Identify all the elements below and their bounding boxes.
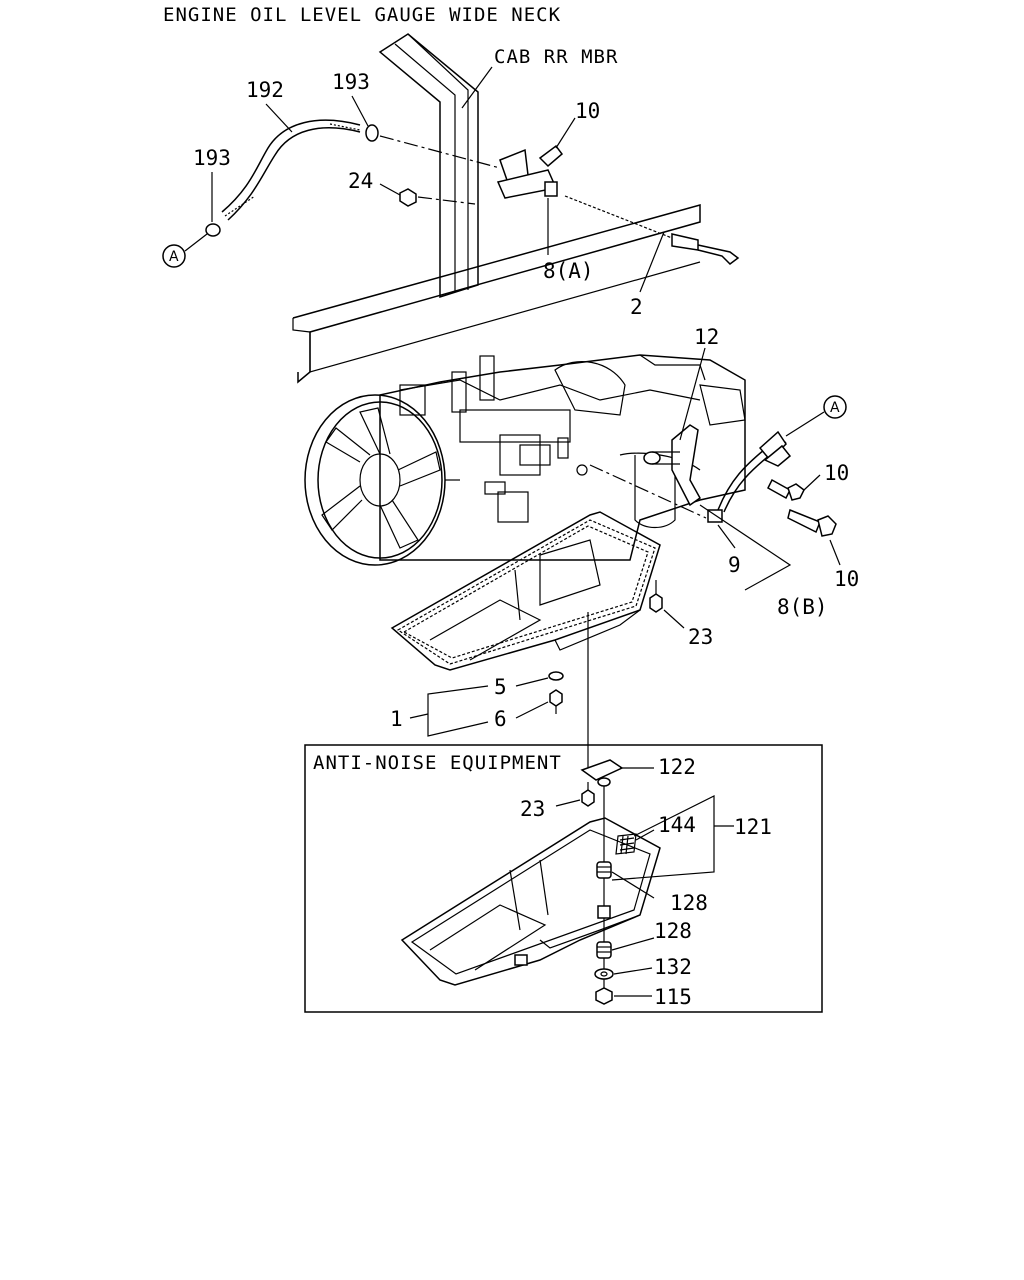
bolt-10-top bbox=[538, 144, 564, 168]
bolt-10-mid bbox=[767, 478, 805, 501]
diagram-title: ENGINE OIL LEVEL GAUGE WIDE NECK bbox=[163, 4, 561, 26]
oil-pan bbox=[390, 511, 661, 671]
callout-2: 2 bbox=[630, 295, 643, 319]
tube-8b bbox=[717, 430, 792, 513]
callout-10-top: 10 bbox=[575, 99, 600, 123]
svg-text:A: A bbox=[169, 249, 179, 265]
leader-cab bbox=[461, 66, 493, 109]
assembly-line-hose bbox=[379, 135, 501, 169]
inset-title: ANTI-NOISE EQUIPMENT bbox=[313, 752, 562, 774]
callout-10-mid: 10 bbox=[824, 461, 849, 485]
rubber-mount-128-lower bbox=[596, 941, 612, 959]
callout-128-lower: 128 bbox=[654, 919, 692, 943]
callout-122: 122 bbox=[658, 755, 696, 779]
frame-cross-member bbox=[292, 204, 701, 384]
plug-6 bbox=[549, 689, 563, 714]
nut-115 bbox=[595, 987, 613, 1005]
dipstick-2 bbox=[564, 195, 740, 265]
callout-1: 1 bbox=[390, 707, 403, 731]
callout-12: 12 bbox=[694, 325, 719, 349]
rubber-mount-128-upper bbox=[596, 861, 612, 879]
callout-193-left: 193 bbox=[193, 146, 231, 170]
cooling-fan bbox=[304, 394, 460, 566]
callout-10-bot: 10 bbox=[834, 567, 859, 591]
callout-121: 121 bbox=[734, 815, 772, 839]
hose-192 bbox=[221, 119, 361, 221]
callout-24: 24 bbox=[348, 169, 373, 193]
cab-label: CAB RR MBR bbox=[494, 46, 618, 68]
nut-24 bbox=[399, 188, 417, 207]
callout-9: 9 bbox=[728, 553, 741, 577]
washer-5 bbox=[548, 671, 564, 681]
callout-8b: 8(B) bbox=[777, 595, 828, 619]
circle-ref-a-right: A bbox=[785, 395, 847, 437]
noise-cover-121 bbox=[400, 817, 661, 986]
callout-23: 23 bbox=[688, 625, 713, 649]
callout-193-top: 193 bbox=[332, 70, 370, 94]
washer-132 bbox=[594, 968, 614, 980]
callout-8a: 8(A) bbox=[543, 259, 594, 283]
mesh-144 bbox=[615, 833, 637, 855]
bolt-10-bot bbox=[787, 508, 837, 537]
clamp-193-left bbox=[205, 223, 221, 237]
bracket-slot bbox=[597, 905, 611, 919]
circle-ref-a-left: A bbox=[162, 233, 208, 268]
bracket-8a bbox=[496, 148, 558, 199]
callout-6: 6 bbox=[494, 707, 507, 731]
svg-text:A: A bbox=[830, 400, 840, 416]
anti-noise-inset bbox=[304, 744, 823, 1013]
callout-23-inset: 23 bbox=[520, 797, 545, 821]
callout-128-upper: 128 bbox=[670, 891, 708, 915]
bracket-12 bbox=[643, 424, 701, 507]
callout-5: 5 bbox=[494, 675, 507, 699]
bolt-23 bbox=[649, 580, 663, 613]
bolt-23-inset bbox=[581, 782, 595, 807]
callout-132: 132 bbox=[654, 955, 692, 979]
callout-144: 144 bbox=[658, 813, 696, 837]
callout-192: 192 bbox=[246, 78, 284, 102]
engine-block bbox=[379, 354, 746, 561]
cab-rear-member bbox=[378, 33, 479, 299]
clamp-193-top bbox=[365, 124, 379, 142]
callout-115: 115 bbox=[654, 985, 692, 1009]
